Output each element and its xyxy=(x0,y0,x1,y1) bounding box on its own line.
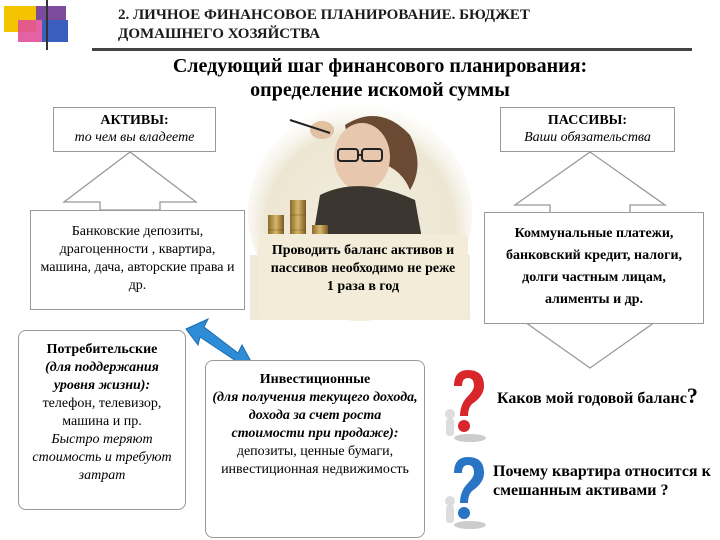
question-2-text: Почему квартира относится к смешанным ак… xyxy=(493,463,711,499)
assets-title: АКТИВЫ: xyxy=(100,113,169,128)
question-1-text: Каков мой годовой баланс xyxy=(497,390,687,407)
question-1-mark: ? xyxy=(686,383,698,408)
slide-subtitle: Следующий шаг финансового планирования: … xyxy=(70,54,690,102)
decor-square-blue xyxy=(42,20,68,42)
consumer-purpose: (для поддержания уровня жизни): xyxy=(45,360,159,393)
title-line-2: ДОМАШНЕГО ХОЗЯЙСТВА xyxy=(118,26,321,42)
assets-subtitle: то чем вы владеете xyxy=(74,130,195,145)
question-mark-blue-icon xyxy=(445,457,486,529)
consumer-examples: телефон, телевизор, машина и пр. xyxy=(42,396,162,429)
decor-square-purple xyxy=(36,6,66,20)
assets-examples-box: Банковские депозиты, драгоценности , ква… xyxy=(30,210,245,310)
subtitle-line-2: определение искомой суммы xyxy=(250,79,510,101)
assets-examples-text: Банковские депозиты, драгоценности , ква… xyxy=(40,224,235,293)
question-annual-balance: Каков мой годовой баланс? xyxy=(497,383,712,408)
consumer-assets-box: Потребительские (для поддержания уровня … xyxy=(18,330,186,510)
assets-header-box: АКТИВЫ: то чем вы владеете xyxy=(53,107,216,152)
decor-vertical-line xyxy=(46,0,48,50)
investment-assets-box: Инвестиционные (для получения текущего д… xyxy=(205,360,425,538)
consumer-title: Потребительские xyxy=(46,342,158,357)
header-divider xyxy=(92,48,692,51)
balance-note-text: Проводить баланс активов и пассивов необ… xyxy=(270,243,456,294)
decor-square-pink xyxy=(18,20,42,42)
assets-up-arrow xyxy=(62,151,198,211)
question-mark-red-icon xyxy=(445,370,486,442)
liabilities-title: ПАССИВЫ: xyxy=(547,113,628,128)
liabilities-examples-box: Коммунальные платежи, банковский кредит,… xyxy=(484,212,704,324)
consumer-note: Быстро теряют стоимость и требуют затрат xyxy=(32,432,172,483)
investment-title: Инвестиционные xyxy=(259,372,371,387)
title-line-1: 2. ЛИЧНОЕ ФИНАНСОВОЕ ПЛАНИРОВАНИЕ. БЮДЖЕ… xyxy=(118,7,530,23)
investment-purpose: (для получения текущего дохода, дохода з… xyxy=(212,390,418,441)
investment-examples: депозиты, ценные бумаги, инвестиционная … xyxy=(221,444,409,477)
subtitle-line-1: Следующий шаг финансового планирования: xyxy=(172,55,588,77)
question-apartment-mixed: Почему квартира относится к смешанным ак… xyxy=(493,462,718,500)
page-title: 2. ЛИЧНОЕ ФИНАНСОВОЕ ПЛАНИРОВАНИЕ. БЮДЖЕ… xyxy=(118,6,678,44)
liabilities-subtitle: Ваши обязательства xyxy=(524,130,651,145)
liabilities-examples-text: Коммунальные платежи, банковский кредит,… xyxy=(505,226,683,307)
liabilities-header-box: ПАССИВЫ: Ваши обязательства xyxy=(500,107,675,152)
balance-note-box: Проводить баланс активов и пассивов необ… xyxy=(258,234,468,320)
